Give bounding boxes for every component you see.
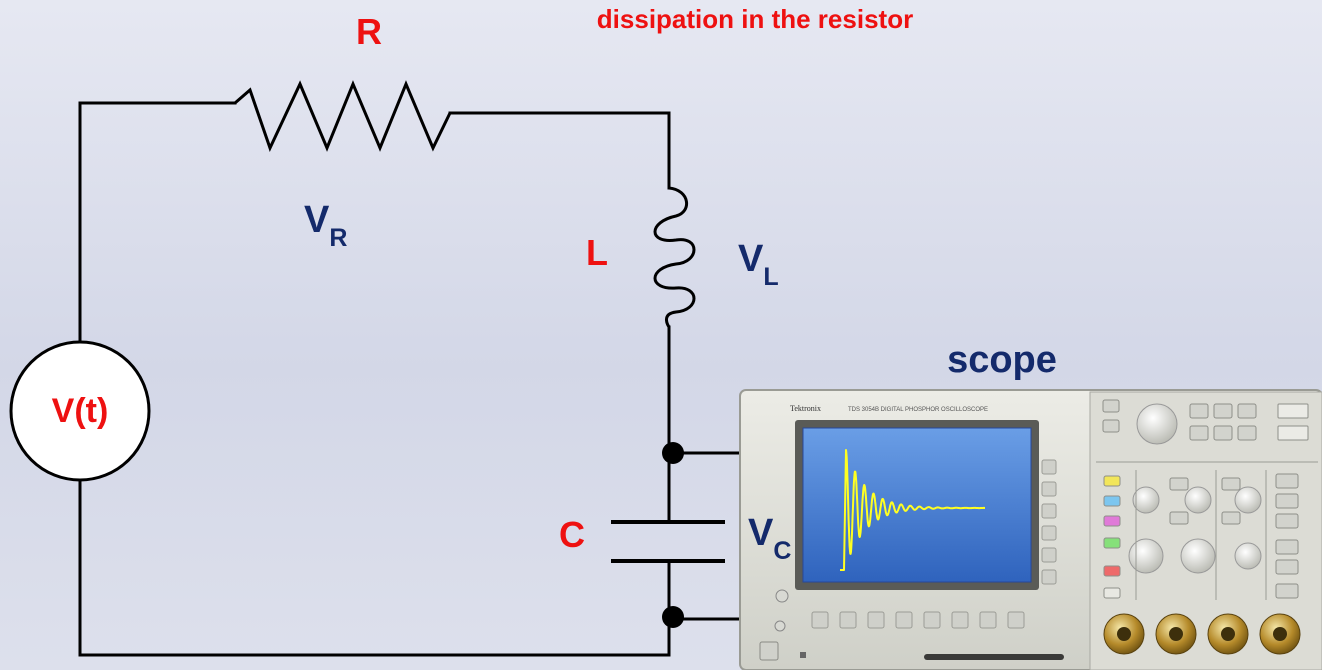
- wires: [78, 101, 750, 657]
- resistor-label: R: [356, 11, 382, 52]
- inductor-voltage-label: VL: [738, 238, 779, 291]
- scope-brand: Tektronix: [790, 404, 821, 413]
- scope-model: TDS 3054B DIGITAL PHOSPHOR OSCILLOSCOPE: [848, 407, 988, 413]
- capacitor-label: C: [559, 514, 585, 555]
- control-knobs: [1128, 403, 1262, 574]
- capacitor-symbol: [611, 520, 725, 563]
- bnc-connectors: [1103, 613, 1301, 655]
- scope-screen: [802, 427, 1032, 583]
- node-bottom: [662, 606, 684, 628]
- oscilloscope: Tektronix TDS 3054B DIGITAL PHOSPHOR OSC…: [739, 389, 1322, 670]
- capacitor-voltage-main: V: [748, 512, 774, 554]
- capacitor-voltage-label: VC: [748, 512, 791, 565]
- resistor-symbol: [234, 80, 452, 152]
- caption-text: dissipation in the resistor: [597, 4, 913, 34]
- source-symbol: [9, 340, 151, 482]
- resistor-voltage-sub: R: [329, 224, 347, 252]
- screen-bottom-buttons: [811, 611, 1025, 629]
- screen-side-buttons: [1041, 459, 1057, 585]
- node-top: [662, 442, 684, 464]
- resistor-voltage-label: VR: [304, 199, 347, 252]
- inductor-symbol: [653, 186, 696, 328]
- source-label: V(t): [52, 392, 109, 430]
- scope-label: scope: [947, 339, 1057, 381]
- inductor-label: L: [586, 232, 608, 273]
- wire-top-right: [448, 111, 671, 190]
- wire-top-left: [78, 101, 237, 349]
- channel-buttons: [1103, 475, 1121, 599]
- inductor-voltage-sub: L: [763, 263, 778, 291]
- scope-trace: [840, 449, 986, 571]
- resistor-voltage-main: V: [304, 199, 330, 241]
- capacitor-voltage-sub: C: [773, 537, 791, 565]
- control-buttons: [1102, 399, 1309, 599]
- wire-bottom: [78, 476, 671, 657]
- inductor-voltage-main: V: [738, 238, 764, 280]
